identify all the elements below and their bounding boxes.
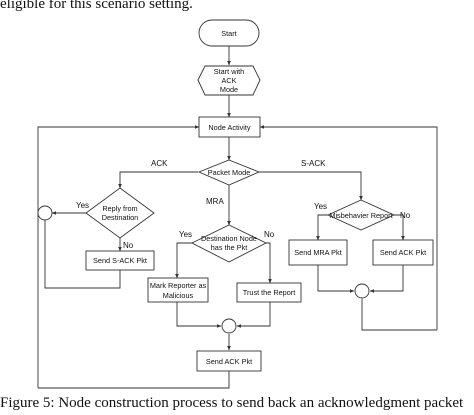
mark-reporter-line-1: Mark Reporter as [150,281,207,290]
edge-label-misb-no: No [400,211,411,220]
edge-label-reply-yes: Yes [76,201,89,210]
send-mra-pkt-label: Send MRA Pkt [294,248,341,257]
reply-from-destination-decision: Reply from Destination [85,187,155,239]
mark-reporter-line-2: Malicious [163,291,194,300]
reply-from-destination-line-2: Destination [102,213,139,222]
start-label: Start [221,29,236,38]
start-ack-mode-line-2: ACK [221,76,236,85]
destination-node-line-2: has the Pkt [211,243,248,252]
left-merge-circle [37,205,53,221]
mark-reporter-malicious-box: Mark Reporter as Malicious [147,277,209,303]
edge-label-dest-yes: Yes [179,230,192,239]
misbehavior-report-label: Misbehavier Report [329,211,392,220]
send-ack-pkt-right-box: Send ACK Pkt [372,239,434,266]
figure-caption: Figure 5: Node construction process to s… [0,395,464,411]
destination-node-line-1: Destination Node [201,234,257,243]
start-ack-mode-node: Start with ACK Mode [197,65,261,96]
packet-mode-label: Packet Mode [208,168,251,177]
send-s-ack-pkt-box: Send S-ACK Pkt [85,250,155,271]
edge-label-misb-yes: Yes [314,202,327,211]
connector-lines [37,46,438,389]
reply-from-destination-line-1: Reply from [102,204,137,213]
edge-label-ack: ACK [151,159,168,168]
start-ack-mode-line-3: Mode [220,85,238,94]
trust-the-report-label: Trust the Report [243,288,295,297]
misbehavior-report-decision: Misbehavier Report [326,199,396,231]
edge-label-s-ack: S-ACK [301,159,326,168]
preceding-text-line: eligible for this scenario setting. [0,0,193,12]
send-ack-pkt-bottom-label: Send ACK Pkt [206,357,252,366]
trust-the-report-box: Trust the Report [236,282,302,303]
start-ack-mode-line-1: Start with [214,67,244,76]
send-ack-pkt-right-label: Send ACK Pkt [380,248,426,257]
edge-label-dest-no: No [264,230,275,239]
node-activity-box: Node Activity [198,116,261,138]
edge-label-reply-no: No [123,241,134,250]
destination-node-decision: Destination Node has the Pkt [190,224,268,263]
right-merge-circle [354,283,370,299]
node-activity-label: Node Activity [208,123,251,132]
packet-mode-decision: Packet Mode [197,159,261,186]
start-terminal: Start [198,19,260,47]
send-mra-pkt-box: Send MRA Pkt [288,239,348,266]
send-ack-pkt-bottom-box: Send ACK Pkt [196,350,262,372]
send-s-ack-pkt-label: Send S-ACK Pkt [93,256,147,265]
center-merge-circle [221,318,237,334]
edge-label-mra: MRA [206,197,224,206]
